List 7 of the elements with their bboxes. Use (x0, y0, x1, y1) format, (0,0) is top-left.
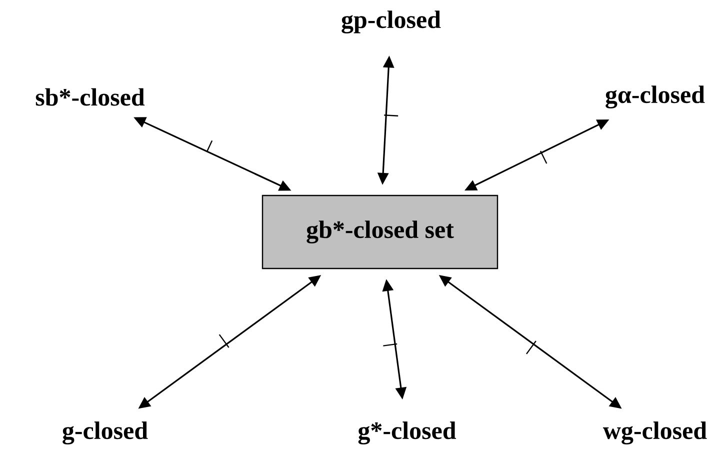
node-label: wg-closed (603, 422, 707, 444)
node-label: gp-closed (342, 10, 441, 34)
process-box: gb*-closed set (262, 194, 498, 270)
node-label: g*-closed (358, 422, 456, 444)
node-label: sb*-closed (36, 88, 145, 106)
node-label: g-closed (62, 422, 148, 444)
node-label: gα-closed (606, 86, 705, 108)
